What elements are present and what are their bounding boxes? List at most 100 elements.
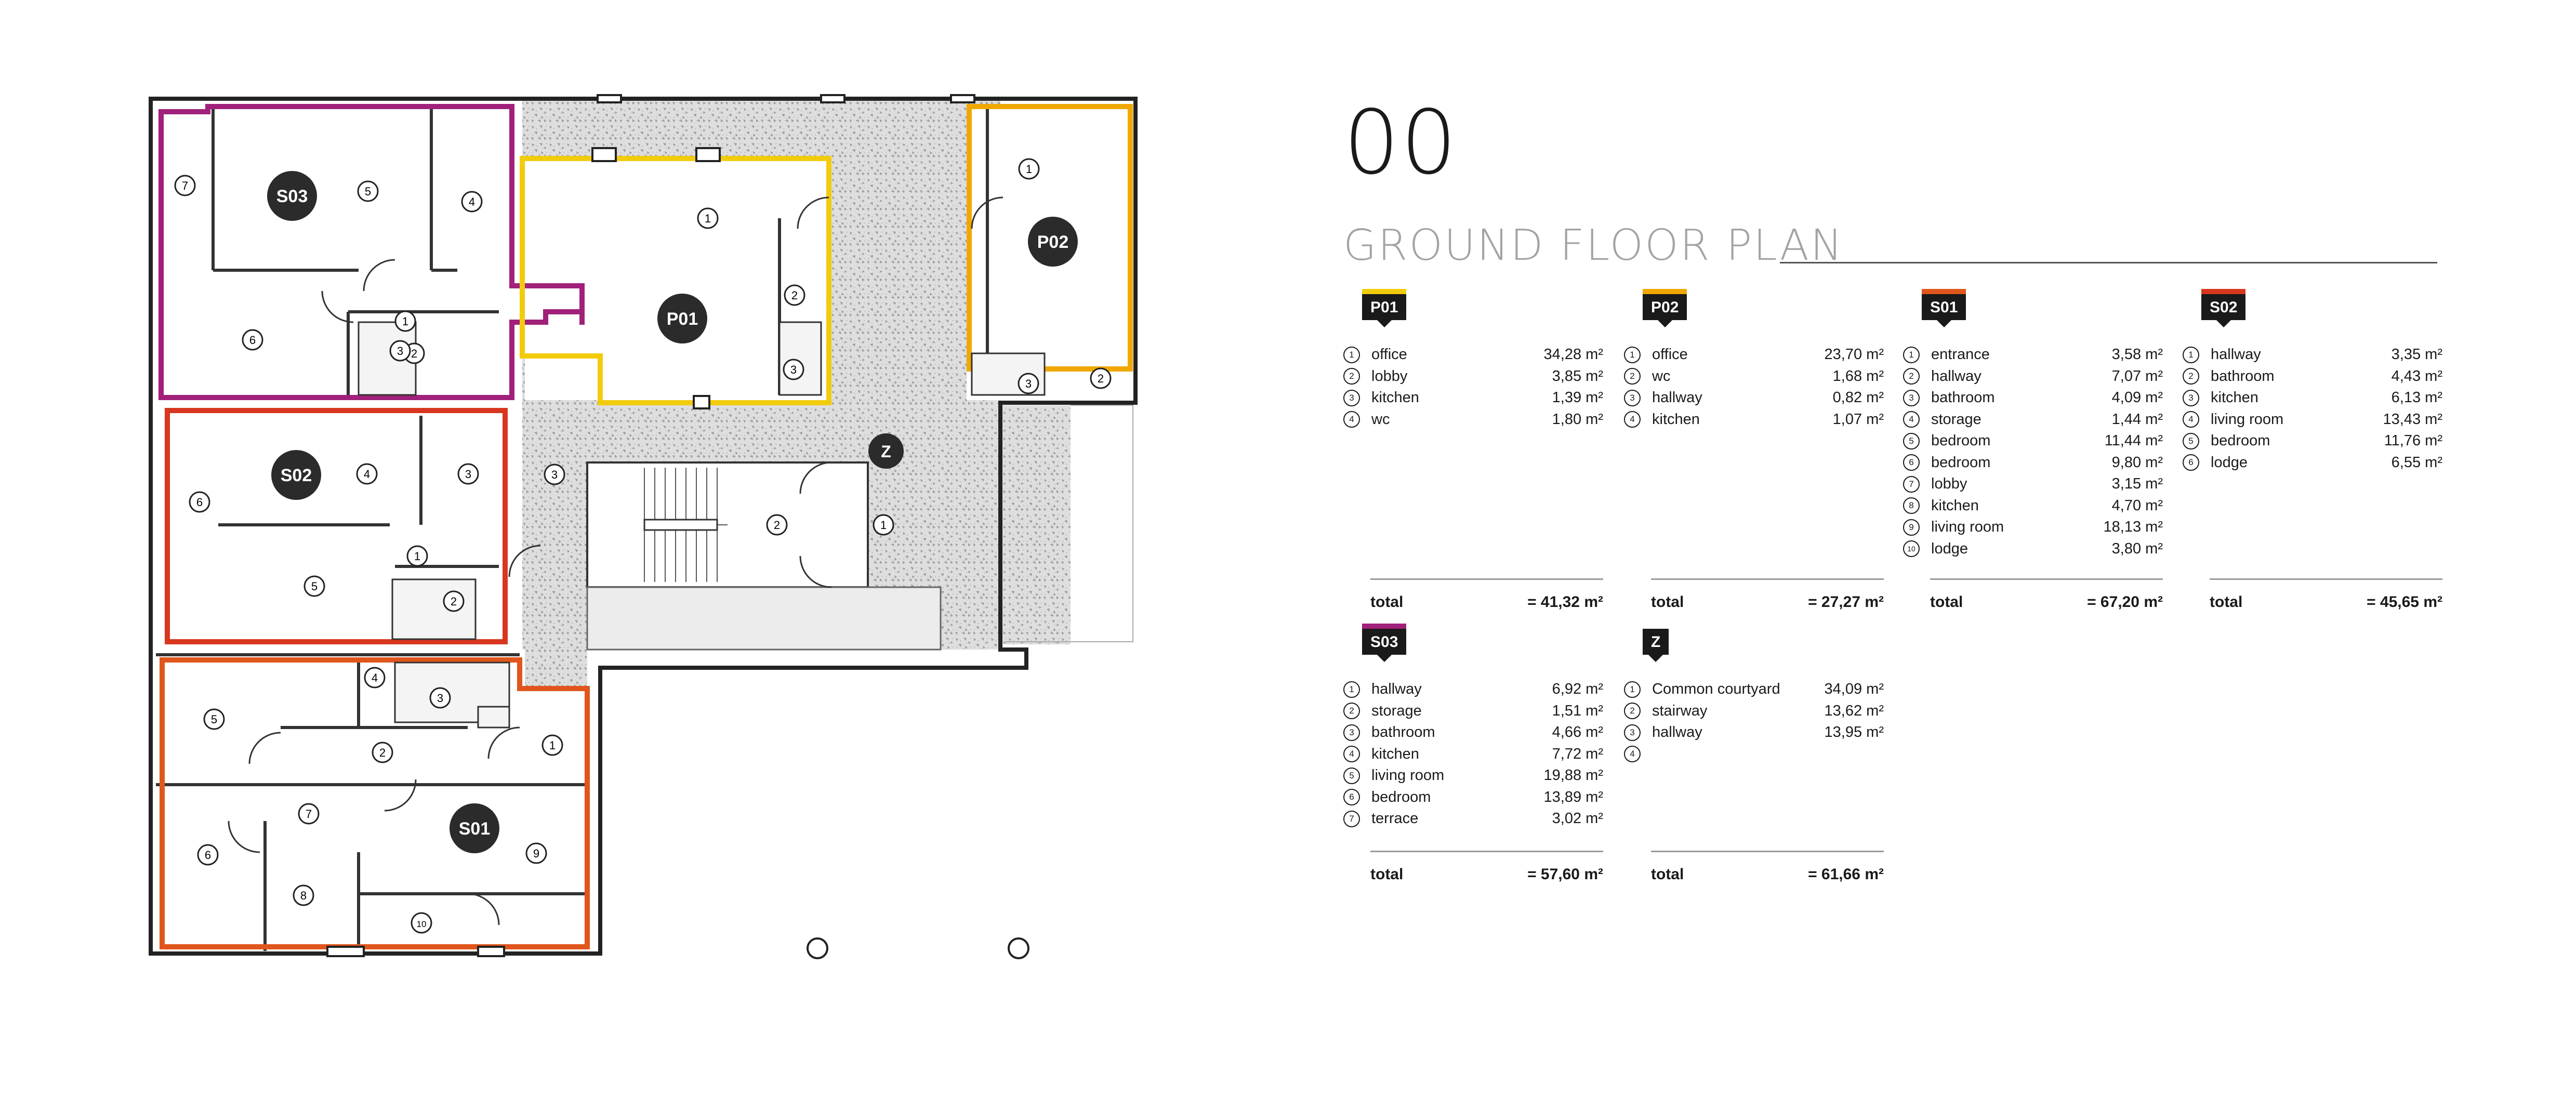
room-marker: 1 — [873, 514, 894, 536]
room-area: 19,88 m² — [1543, 767, 1603, 784]
column-mark — [1008, 937, 1029, 959]
svg-text:3: 3 — [465, 468, 471, 481]
room-name: lobby — [1931, 475, 1967, 493]
room-area: 7,72 m² — [1552, 745, 1603, 762]
total-value: = 57,60 m² — [1527, 866, 1603, 883]
room-area: 1,44 m² — [2111, 411, 2163, 428]
room-area: 13,89 m² — [1543, 788, 1603, 805]
room-number: 3 — [1343, 724, 1360, 741]
total-label: total — [2210, 593, 2243, 611]
svg-text:8: 8 — [300, 889, 307, 902]
room-area: 3,02 m² — [1552, 810, 1603, 827]
floor-number: 00 — [1343, 91, 1458, 194]
unit-tag: Z — [1643, 629, 1669, 662]
room-name: entrance — [1931, 346, 1990, 363]
room-area: 3,35 m² — [2391, 346, 2442, 363]
svg-text:2: 2 — [379, 746, 386, 759]
column-mark — [807, 937, 828, 959]
room-row: 4 — [1624, 744, 1884, 765]
svg-text:P02: P02 — [1037, 232, 1069, 252]
room-name: kitchen — [1371, 389, 1419, 406]
room-number: 4 — [1903, 411, 1920, 428]
room-marker: 1 — [406, 545, 428, 567]
room-name: kitchen — [1652, 411, 1700, 428]
room-number: 5 — [2183, 432, 2199, 449]
room-marker: 4 — [364, 667, 386, 689]
svg-text:2: 2 — [791, 289, 798, 302]
title-rule — [1780, 262, 2437, 263]
room-number: 1 — [2183, 346, 2199, 363]
svg-text:4: 4 — [469, 195, 475, 208]
room-number: 9 — [1903, 519, 1920, 536]
total-label: total — [1930, 593, 1963, 611]
room-number: 7 — [1343, 810, 1360, 827]
room-marker: 1 — [697, 207, 719, 229]
unit-total: total = 27,27 m² — [1651, 578, 1884, 611]
room-area: 1,51 m² — [1552, 702, 1603, 719]
room-name: storage — [1371, 702, 1422, 719]
room-number: 4 — [1343, 411, 1360, 428]
room-area: 6,13 m² — [2391, 389, 2442, 406]
total-label: total — [1370, 866, 1404, 883]
unit-code: S01 — [1930, 299, 1958, 316]
room-number: 2 — [2183, 368, 2199, 385]
unit-code: S02 — [2210, 299, 2238, 316]
room-area: 34,28 m² — [1543, 346, 1603, 363]
room-marker: 1 — [541, 734, 563, 756]
room-name: lodge — [2211, 454, 2248, 471]
svg-text:1: 1 — [1026, 163, 1032, 176]
svg-text:S02: S02 — [281, 466, 312, 485]
unit-label-P01: P01 — [657, 294, 707, 343]
room-marker: 2 — [1090, 367, 1112, 389]
room-number: 3 — [1624, 389, 1641, 406]
room-name: hallway — [1652, 389, 1702, 406]
room-number: 1 — [1343, 346, 1360, 363]
room-area: 6,92 m² — [1552, 681, 1603, 698]
unit-code: Z — [1651, 633, 1661, 651]
room-name: bedroom — [2211, 432, 2270, 449]
room-name: storage — [1931, 411, 1981, 428]
room-name: living room — [2211, 411, 2284, 428]
room-number: 2 — [1343, 368, 1360, 385]
unit-label-S02: S02 — [271, 450, 321, 500]
room-number: 10 — [1903, 540, 1920, 558]
room-marker: 2 — [766, 514, 788, 536]
room-name: bathroom — [1931, 389, 1995, 406]
room-marker: 5 — [203, 708, 225, 730]
room-area: 1,39 m² — [1552, 389, 1603, 406]
room-area: 13,95 m² — [1824, 724, 1884, 741]
unit-outline-P01 — [520, 156, 831, 405]
unit-code: P02 — [1651, 299, 1679, 316]
room-number: 3 — [1903, 389, 1920, 406]
room-name: kitchen — [2211, 389, 2258, 406]
room-area: 0,82 m² — [1832, 389, 1884, 406]
room-area: 6,55 m² — [2391, 454, 2442, 471]
total-label: total — [1651, 593, 1684, 611]
unit-tag: P02 — [1643, 289, 1687, 327]
room-name: living room — [1371, 767, 1445, 784]
room-marker: 6 — [242, 329, 263, 351]
room-number: 1 — [1343, 681, 1360, 698]
total-value: = 27,27 m² — [1808, 593, 1884, 611]
unit-code: S03 — [1370, 633, 1398, 651]
room-marker: 4 — [356, 463, 378, 485]
room-marker: 10 — [411, 912, 432, 934]
room-area: 18,13 m² — [2103, 519, 2163, 536]
svg-text:4: 4 — [372, 671, 378, 684]
unit-label-S01: S01 — [450, 803, 499, 853]
room-name: bedroom — [1931, 432, 1991, 449]
total-value: = 41,32 m² — [1527, 593, 1603, 611]
